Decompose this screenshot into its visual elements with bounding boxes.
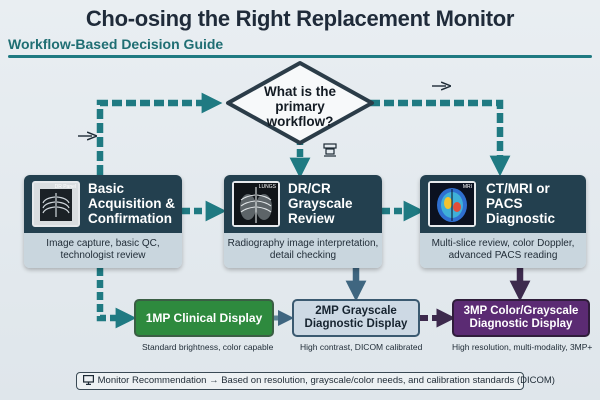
display-3mp: 3MP Color/Grayscale Diagnostic Display xyxy=(452,299,590,337)
title-divider xyxy=(8,55,592,58)
arrow-to-1mp xyxy=(96,268,137,329)
arrow-to-ctmri xyxy=(370,99,511,177)
display-3mp-note: High resolution, multi-modality, 3MP+ xyxy=(452,342,593,352)
xray-panel-icon: DR Panel xyxy=(32,181,80,227)
display-1mp-note: Standard brightness, color capable xyxy=(142,342,274,352)
workflow-card-basic: DR Panel Basic Acquisition & Confirmatio… xyxy=(24,175,182,268)
footer-text: Based on resolution, grayscale/color nee… xyxy=(221,375,555,386)
decision-question: What is the primary workflow? xyxy=(263,84,336,129)
workflow-description: Multi-slice review, color Doppler, advan… xyxy=(420,233,586,268)
arrow-to-basic xyxy=(96,92,223,175)
display-1mp: 1MP Clinical Display xyxy=(134,299,274,337)
workflow-description: Radiography image interpretation, detail… xyxy=(224,233,382,268)
display-2mp-note: High contrast, DICOM calibrated xyxy=(300,342,423,352)
workflow-title: DR/CR Grayscale Review xyxy=(288,181,353,226)
chest-xray-icon: LUNGS xyxy=(232,181,280,227)
page-title: Cho-osing the Right Replacement Monitor xyxy=(85,6,515,31)
monitor-icon xyxy=(83,375,95,390)
arrow-right-icon: → xyxy=(209,375,222,386)
workflow-card-ctmri: MRI CT/MRI or PACS Diagnostic Multi-slic… xyxy=(420,175,586,268)
recommendation-footer: Monitor Recommendation → Based on resolu… xyxy=(76,372,555,390)
footer-label: Monitor Recommendation xyxy=(97,375,207,386)
decision-diamond xyxy=(226,61,374,145)
page-subtitle: Workflow-Based Decision Guide xyxy=(8,36,224,52)
workflow-description: Image capture, basic QC, technologist re… xyxy=(24,233,182,268)
brain-scan-icon: MRI xyxy=(428,181,476,227)
workflow-card-grayscale: LUNGS DR/CR Grayscale Review Radiography… xyxy=(224,175,382,268)
workstation-icon xyxy=(323,143,337,157)
workflow-title: Basic Acquisition & Confirmation xyxy=(88,181,175,226)
workflow-title: CT/MRI or PACS Diagnostic xyxy=(486,181,556,226)
display-2mp: 2MP Grayscale Diagnostic Display xyxy=(292,299,420,337)
